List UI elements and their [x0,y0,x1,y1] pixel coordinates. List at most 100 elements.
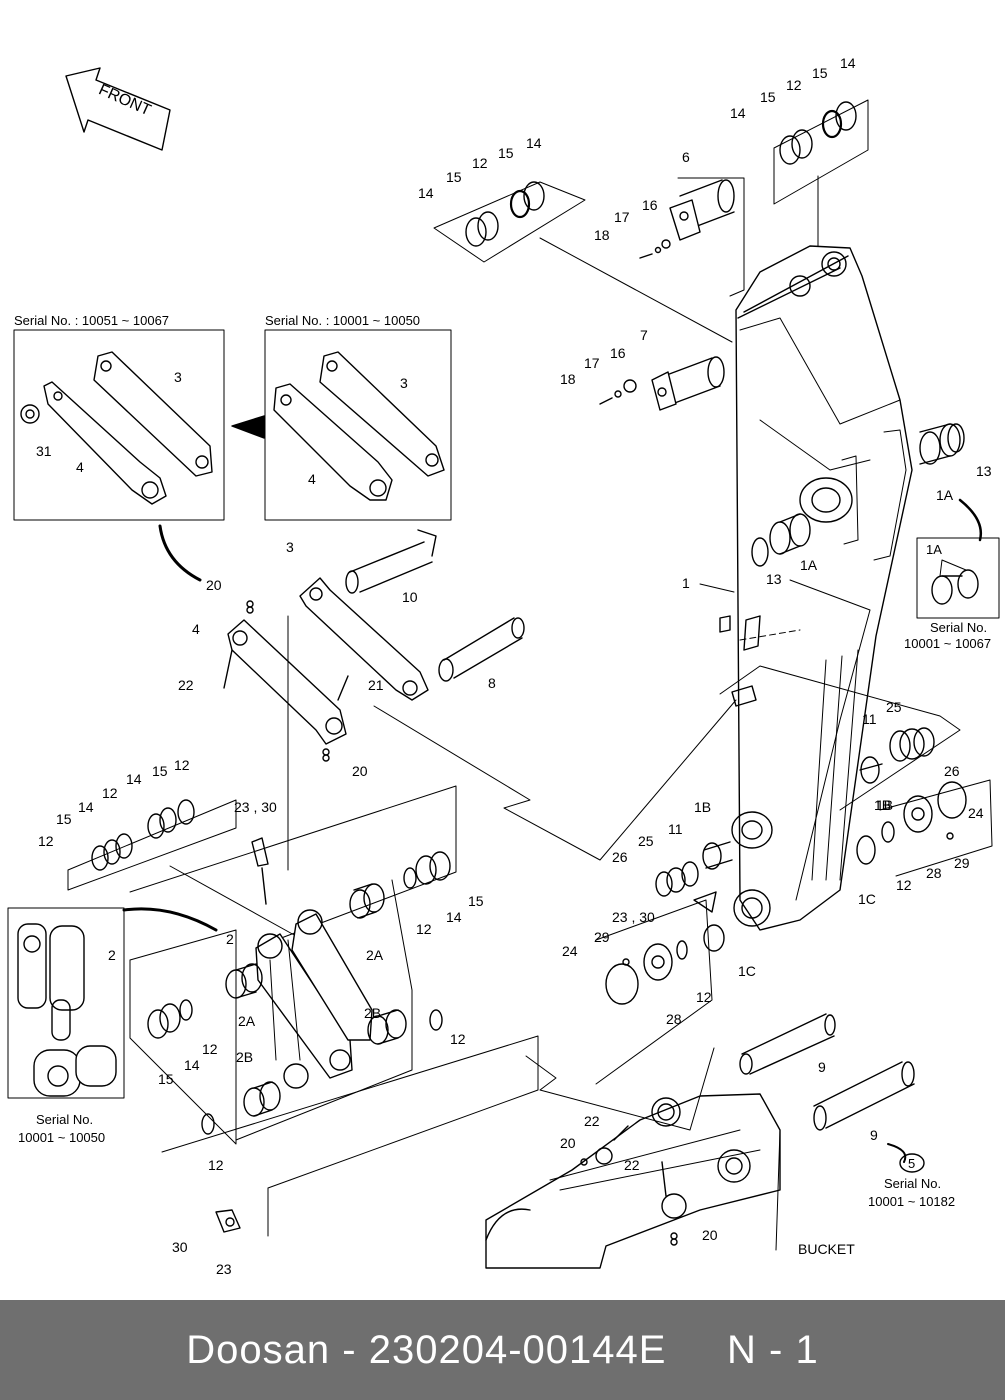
callout: 26 [612,849,628,865]
inset-left-serial: Serial No. : 10051 ~ 10067 [14,313,169,328]
callout: 24 [968,805,984,821]
callout: 22 [178,677,194,693]
pin-serial-line1: Serial No. [884,1176,941,1191]
callout: 1C [738,963,756,979]
bucket-assembly [485,1013,925,1269]
callout: 15 [760,89,776,105]
callout: 3 [286,539,294,555]
callout: 1A [800,557,818,573]
callout: 26 [944,763,960,779]
callout: 4 [308,471,316,487]
callout: 2 [108,947,116,963]
callout: 14 [418,185,434,201]
callout: 2 [226,931,234,947]
callout: 29 [594,929,610,945]
bushings-1a [751,423,983,567]
callout: 12 [38,833,54,849]
callout: 9 [818,1059,826,1075]
upper-left-ring-set [433,181,733,343]
callout: 20 [352,763,368,779]
callout: 2A [366,947,384,963]
callout: 4 [76,459,84,475]
callout: 15 [152,763,168,779]
callout: 8 [488,675,496,691]
arm-body [699,245,913,931]
callout: 20 [206,577,222,593]
callout: 1A [936,487,954,503]
callout: 31 [36,443,52,459]
bucket-label: BUCKET [798,1241,855,1257]
callout: 4 [192,621,200,637]
front-direction-arrow: FRONT [65,67,171,151]
footer-separator: - [342,1327,357,1372]
link-2-assembly [129,851,539,1237]
callout: 12 [202,1041,218,1057]
callout: 30 [172,1239,188,1255]
callout: 3 [400,375,408,391]
callout: 11 [668,821,683,837]
bushing-serial-box [916,537,1000,619]
callout: 1B [694,799,711,815]
callout: 17 [614,209,630,225]
inset-curved-arrow [158,524,202,582]
inset-left-frame [13,329,225,521]
inset-right-serial: Serial No. : 10001 ~ 10050 [265,313,420,328]
callout: 14 [126,771,142,787]
callout: 12 [450,1031,466,1047]
callout: 10 [402,589,418,605]
callout: 7 [640,327,648,343]
bushing-serial-line2: 10001 ~ 10067 [904,636,991,651]
link-inset-serial-line2: 10001 ~ 10050 [18,1130,105,1145]
callout: 12 [696,989,712,1005]
callout: 12 [174,757,190,773]
callout: 12 [416,921,432,937]
callout: 1C [858,891,876,907]
callout: 14 [184,1057,200,1073]
callout-labels: 14 15 12 15 14 14 15 12 15 14 6 16 17 18… [14,55,992,1277]
callout: 11 [862,711,877,727]
callout: 28 [666,1011,682,1027]
callout: 14 [446,909,462,925]
callout: 25 [886,699,902,715]
pin-7-assembly [599,356,725,411]
callout: 15 [468,893,484,909]
callout: 2B [364,1005,381,1021]
callout: 15 [158,1071,174,1087]
callout: 12 [786,77,802,93]
callout: 14 [526,135,542,151]
callout: 23 [216,1261,232,1277]
callout: 20 [702,1227,718,1243]
callout: 6 [682,149,690,165]
callout: 21 [368,677,384,693]
callout: 12 [896,877,912,893]
footer-part-number: 230204-00144E [368,1327,667,1372]
upper-right-ring-set [773,99,869,263]
callout: 2A [238,1013,256,1029]
callout: 15 [56,811,72,827]
callout: 16 [610,345,626,361]
callout: 3 [174,369,182,385]
callout: 12 [472,155,488,171]
callout: 15 [812,65,828,81]
bushing-serial-part: 1A [926,542,942,557]
callout: 24 [562,943,578,959]
callout: 1B [876,797,893,813]
inset-right-frame [231,329,452,521]
callout: 22 [624,1157,640,1173]
exploded-parts-drawing: FRONT [7,55,1000,1277]
link-2-serial-inset [7,907,218,1099]
pin-serial-line2: 10001 ~ 10182 [868,1194,955,1209]
callout: 1B [874,797,891,813]
footer-bar: Doosan - 230204-00144E N - 1 [0,1300,1005,1400]
callout: 16 [642,197,658,213]
callout: 14 [78,799,94,815]
pin-6-assembly [639,177,745,297]
callout: 20 [560,1135,576,1151]
bushing-serial-line1: Serial No. [930,620,987,635]
pin-ref-number: 5 [908,1156,915,1171]
callout: 1 [682,575,690,591]
callout: 13 [976,463,992,479]
lower-right-bushing-cluster [719,665,993,877]
callout: 2B [236,1049,253,1065]
